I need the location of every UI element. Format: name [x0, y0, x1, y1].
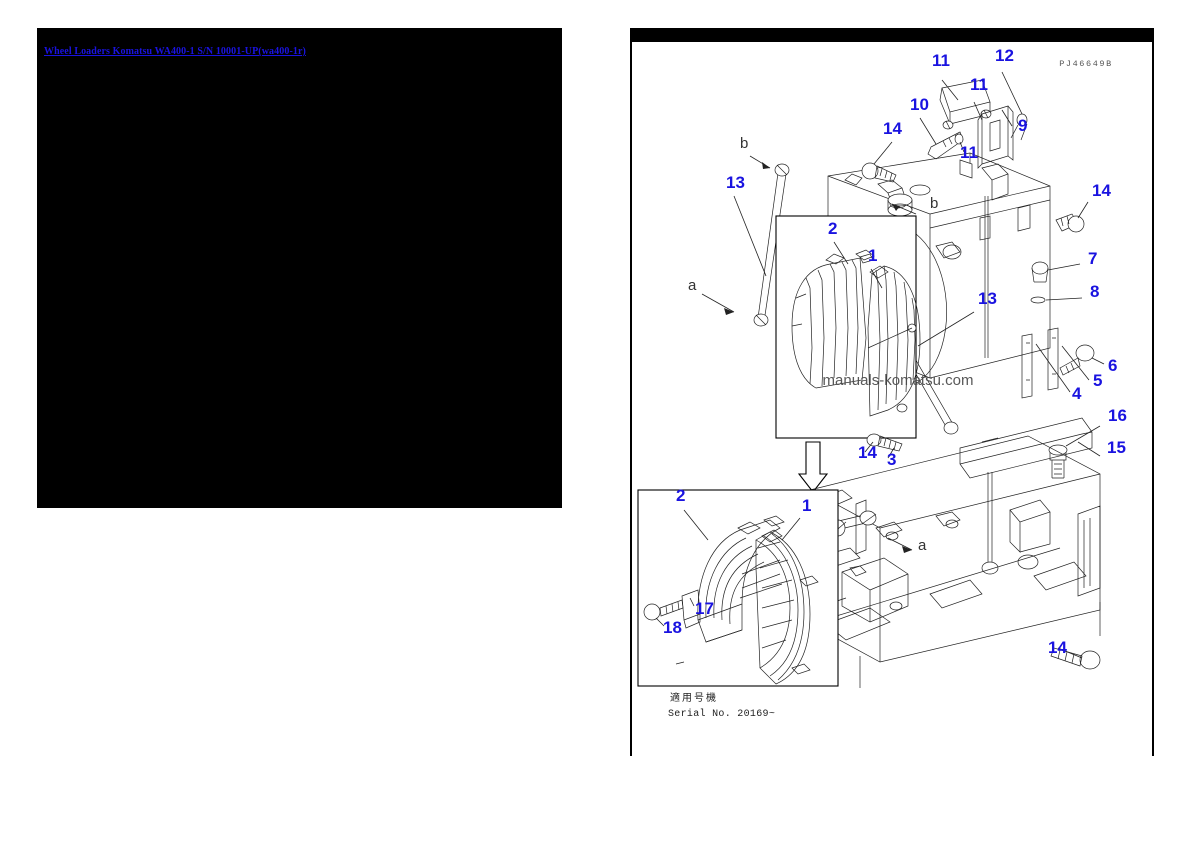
letter-marks: b a b a: [688, 135, 938, 554]
callout-14b: 14: [1092, 181, 1111, 200]
callout-11c: 11: [960, 143, 978, 162]
callout-13b: 13: [978, 289, 997, 308]
callout-14c: 14: [858, 443, 877, 462]
drawing-code: PJ46649B: [1059, 59, 1113, 69]
diagram-header-bar: [630, 28, 1154, 42]
serial-note-japanese: 適用号機: [670, 691, 718, 704]
bolt-6: [1059, 344, 1095, 376]
upper-bracket-group: [927, 79, 1028, 169]
callout-9: 9: [1018, 116, 1027, 135]
support-plates-4-5: [1021, 327, 1059, 399]
callout-1a: 1: [868, 246, 877, 265]
inset-link-arrow: [797, 441, 829, 493]
callout-8: 8: [1090, 282, 1099, 301]
callout-14d: 14: [1048, 638, 1067, 657]
cap-7-washer-8: [1030, 261, 1049, 304]
leader-lines: [655, 71, 1105, 659]
bolt-14-bottom: [1050, 647, 1101, 670]
callout-numbers: 11 11 12 10 9 14 11 14 7 8 6 5 4 13 13 2…: [663, 46, 1127, 657]
letter-arrows: [701, 155, 917, 553]
catalog-title-link[interactable]: Wheel Loaders Komatsu WA400-1 S/N 10001-…: [44, 46, 306, 57]
callout-16: 16: [1108, 406, 1127, 425]
rod-13-upper: [753, 163, 790, 327]
letter-mark-a-left: a: [688, 277, 697, 294]
callout-17: 17: [695, 599, 714, 618]
callout-11a: 11: [932, 51, 950, 70]
callout-11b: 11: [970, 75, 988, 94]
callout-2b: 2: [676, 486, 685, 505]
callout-10: 10: [910, 95, 929, 114]
callout-13a: 13: [726, 173, 745, 192]
callout-12: 12: [995, 46, 1014, 65]
bolt-14-right: [1055, 213, 1085, 233]
shroud-inset-lower: [637, 489, 839, 687]
serial-note: 適用号機 Serial No. 20169~: [668, 691, 775, 720]
bolt-14-nut-3: [866, 433, 903, 452]
callout-4: 4: [1072, 384, 1082, 403]
callout-3: 3: [887, 450, 896, 469]
callout-5: 5: [1093, 371, 1102, 390]
callout-15: 15: [1107, 438, 1126, 457]
site-watermark: manuals-komatsu.com: [823, 372, 974, 389]
callout-1b: 1: [802, 496, 811, 515]
letter-mark-b-upper: b: [740, 135, 748, 152]
bolt-14-left: [861, 162, 897, 183]
callout-14a: 14: [883, 119, 902, 138]
radiator-tank-group: [827, 152, 1051, 379]
letter-mark-a-lower: a: [918, 537, 927, 554]
serial-note-number: Serial No. 20169~: [668, 708, 775, 720]
shroud-inset-upper: [775, 215, 921, 439]
thumbnail-placeholder-panel: Wheel Loaders Komatsu WA400-1 S/N 10001-…: [37, 28, 562, 508]
callout-6: 6: [1108, 356, 1117, 375]
callout-18: 18: [663, 618, 682, 637]
letter-mark-b-right: b: [930, 195, 938, 212]
callout-2a: 2: [828, 219, 837, 238]
callout-7: 7: [1088, 249, 1097, 268]
parts-diagram: PJ46649B: [630, 28, 1154, 756]
lower-frame-group: [809, 417, 1101, 688]
